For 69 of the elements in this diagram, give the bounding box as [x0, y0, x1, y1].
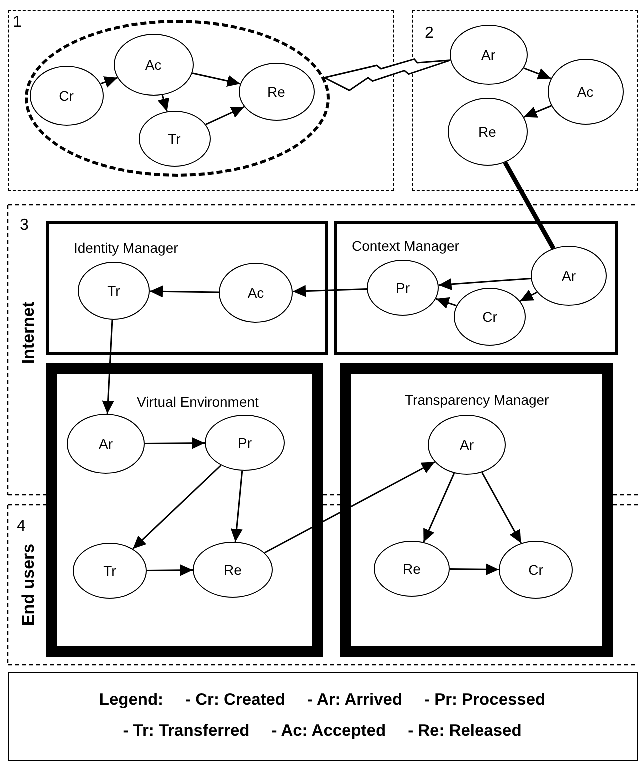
- node-label: Ar: [99, 436, 113, 452]
- dashed-ellipse: [24, 20, 330, 176]
- lightning-connector: [322, 58, 452, 92]
- zone-number: 1: [13, 14, 22, 32]
- arrow: [192, 72, 241, 88]
- manager-box: [334, 221, 618, 355]
- arrow: [147, 564, 193, 576]
- legend-text: Legend:: [99, 691, 164, 710]
- arrow: [450, 564, 499, 576]
- node-label: Pr: [238, 435, 252, 451]
- arrow: [524, 105, 552, 118]
- group-title: Virtual Environment: [137, 394, 259, 410]
- arrow: [524, 68, 552, 80]
- zone-title: Internet: [19, 302, 39, 364]
- node-label: Pr: [396, 280, 410, 296]
- node-label: Re: [268, 84, 286, 100]
- arrow: [158, 95, 170, 112]
- state-ellipse: [454, 288, 526, 346]
- node-label: Cr: [482, 309, 498, 325]
- manager-box: [46, 221, 328, 355]
- legend-text: - Re: Released: [408, 722, 522, 741]
- node-label: Re: [224, 562, 242, 578]
- arrow: [482, 472, 522, 544]
- arrow: [206, 106, 245, 126]
- legend-text: - Tr: Transferred: [123, 722, 250, 741]
- group-title: Context Manager: [352, 238, 460, 254]
- node-label: Ar: [482, 46, 496, 62]
- arrow: [423, 473, 456, 543]
- node-label: Ar: [460, 437, 474, 453]
- arrow: [230, 470, 244, 542]
- node-label: Tr: [168, 130, 181, 146]
- node-label: Ac: [248, 285, 264, 301]
- legend-text: - Cr: Created: [186, 691, 286, 710]
- arrow: [264, 461, 436, 554]
- node-label: Cr: [59, 88, 74, 104]
- arrow: [132, 464, 222, 550]
- zone-title: End users: [19, 544, 39, 626]
- legend-text: - Ar: Arrived: [308, 691, 403, 710]
- zone-region: [8, 10, 394, 191]
- legend-text: - Ac: Accepted: [272, 722, 386, 741]
- state-ellipse: [238, 62, 314, 120]
- arrow: [102, 320, 114, 414]
- node-label: Re: [478, 124, 496, 140]
- group-title: Transparency Manager: [405, 392, 550, 408]
- zone-number: 3: [20, 217, 29, 235]
- arrow: [145, 437, 205, 450]
- state-ellipse: [30, 66, 104, 126]
- arrow: [292, 285, 368, 298]
- connector-line: [503, 162, 556, 250]
- zone-number: 4: [17, 518, 26, 536]
- legend-text: - Pr: Processed: [424, 691, 546, 710]
- environment-box: [46, 363, 323, 657]
- arrow: [438, 278, 532, 290]
- arrow: [520, 290, 538, 302]
- legend-box: [8, 672, 638, 761]
- arrow: [150, 286, 220, 298]
- node-label: Cr: [528, 562, 544, 578]
- node-label: Ac: [145, 56, 162, 72]
- group-title: Identity Manager: [74, 240, 178, 256]
- arrow: [436, 297, 457, 309]
- zone-region: [412, 10, 638, 191]
- node-label: Ac: [577, 84, 594, 100]
- node-label: Tr: [108, 283, 120, 299]
- node-label: Tr: [104, 563, 116, 579]
- zone-number: 2: [425, 25, 434, 43]
- node-label: Ar: [562, 268, 576, 284]
- node-label: Re: [403, 561, 421, 577]
- arrow: [100, 76, 118, 88]
- environment-box: [340, 363, 613, 657]
